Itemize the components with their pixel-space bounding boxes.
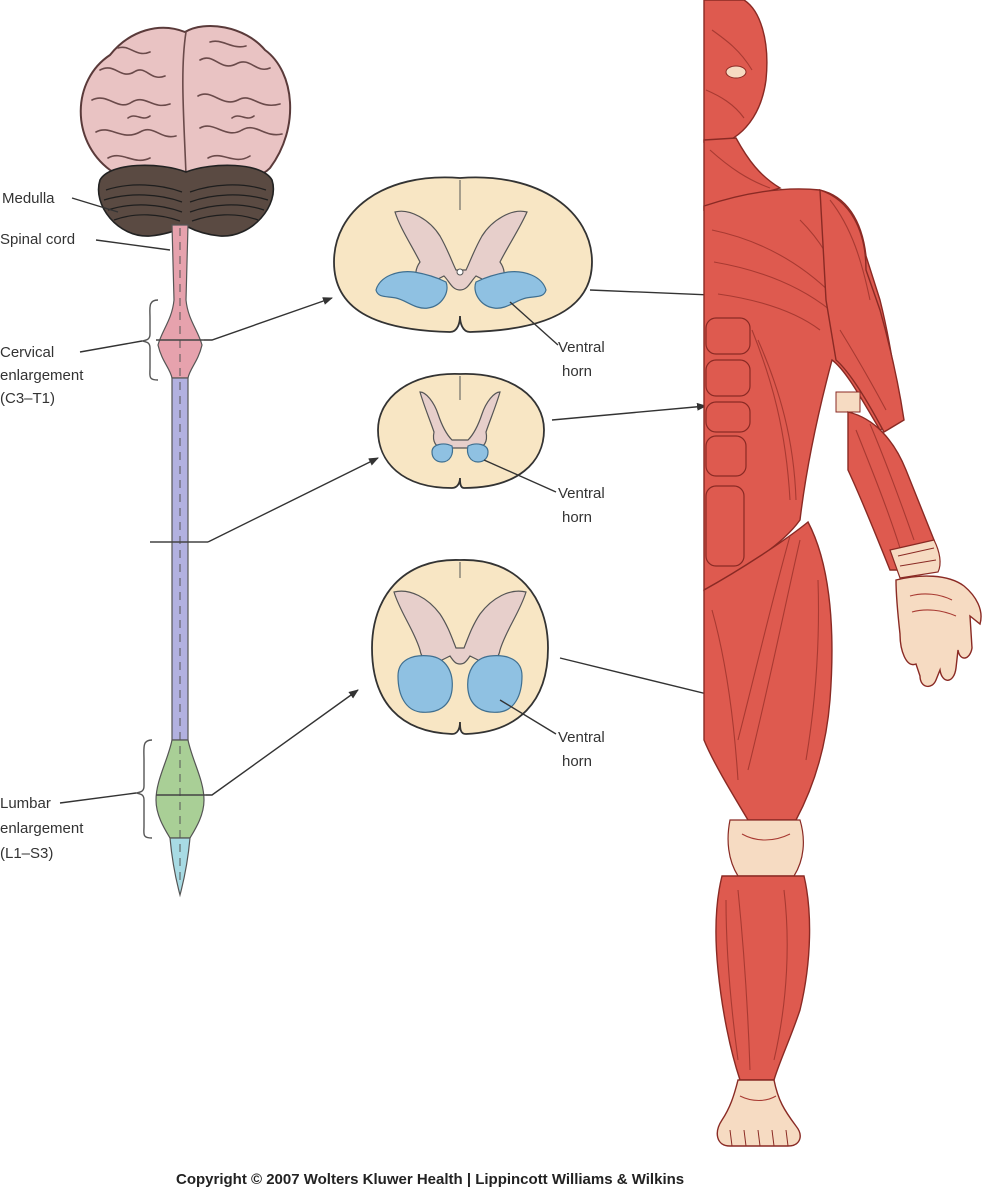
cord-sacral-segment	[169, 837, 191, 898]
cervical-pointer	[79, 340, 143, 353]
cervical-label-line2: enlargement	[0, 367, 84, 384]
lumbar-label-line2: enlargement	[0, 820, 84, 837]
lumbar-section-arrow	[206, 689, 359, 796]
ventral-horn-pointer-3	[499, 699, 557, 735]
cervical-bracket	[141, 299, 159, 381]
cervical-section-arrow	[204, 297, 333, 341]
medulla-label: Medulla	[2, 190, 55, 207]
ventral-horn-pointer-1	[509, 301, 559, 346]
intercostal-arrow	[551, 402, 707, 421]
ventral-horn-pointer-2	[483, 459, 557, 493]
lumbar-bracket	[135, 739, 153, 839]
spinal-cord-pointer	[95, 239, 171, 251]
cervical-label-line3: (C3–T1)	[0, 390, 55, 407]
ventral-horn-label-2b: horn	[562, 509, 592, 526]
medulla-pointer	[71, 197, 119, 213]
cord-thoracic-segment	[171, 377, 189, 741]
lumbar-label-line1: Lumbar	[0, 795, 51, 812]
cerebellum	[97, 164, 275, 237]
cervical-cross-section	[333, 176, 593, 333]
ventral-horn-label-1a: Ventral	[558, 339, 605, 356]
ventral-horn-label-3b: horn	[562, 753, 592, 770]
ventral-horn-label-1b: horn	[562, 363, 592, 380]
lumbar-pointer	[59, 792, 137, 804]
brain	[79, 25, 291, 187]
spinal-cord-label: Spinal cord	[0, 231, 75, 248]
ventral-horn-label-3a: Ventral	[558, 729, 605, 746]
copyright-text: Copyright © 2007 Wolters Kluwer Health |…	[176, 1171, 684, 1188]
lumbar-cross-section	[371, 559, 549, 735]
cervical-label-line1: Cervical	[0, 344, 54, 361]
muscle-figure	[703, 0, 982, 1147]
thoracic-cross-section	[377, 373, 545, 489]
spinal-cord	[150, 224, 208, 898]
thoracic-section-arrow	[207, 457, 379, 543]
lumbar-label-line3: (L1–S3)	[0, 845, 53, 862]
ventral-horn-label-2a: Ventral	[558, 485, 605, 502]
